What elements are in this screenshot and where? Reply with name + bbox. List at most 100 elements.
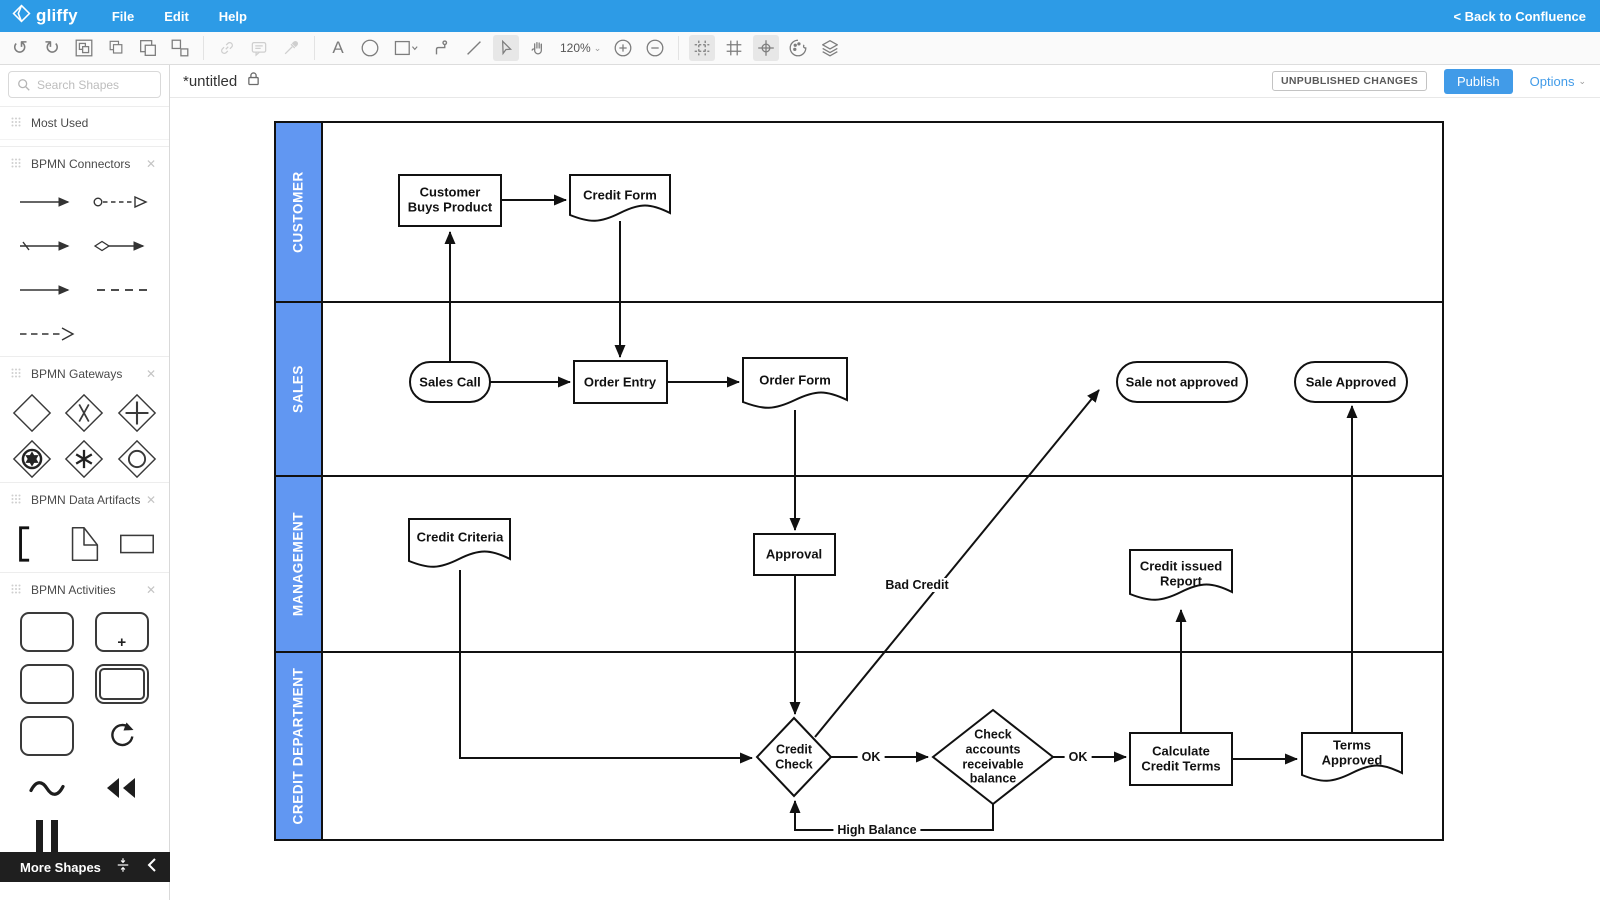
- edge-label-high-balance[interactable]: High Balance: [833, 823, 921, 837]
- shape-gateway-exclusive[interactable]: [6, 392, 58, 434]
- node-sale-not-approved[interactable]: [1116, 361, 1248, 403]
- menu-file[interactable]: File: [111, 8, 135, 24]
- label-sale-approved[interactable]: Sale Approved: [1305, 374, 1397, 390]
- shape-pause-marker[interactable]: [10, 820, 85, 852]
- redo-button[interactable]: ↻: [44, 37, 60, 59]
- lock-icon[interactable]: [247, 71, 260, 91]
- edge-criteria-to-creditcheck[interactable]: [459, 570, 753, 764]
- undo-button[interactable]: ↺: [12, 37, 28, 59]
- label-customer-buys-product[interactable]: Customer Buys Product: [407, 184, 493, 215]
- shape-loop-marker[interactable]: [85, 719, 160, 753]
- collapse-sidebar-chevron-icon[interactable]: [146, 857, 158, 878]
- pool[interactable]: [274, 121, 1444, 841]
- label-check-accounts[interactable]: Check accounts receivable balance: [962, 727, 1024, 786]
- gliffy-logo[interactable]: gliffy: [12, 4, 78, 28]
- node-credit-check[interactable]: [755, 716, 833, 798]
- shape-sequence-flow[interactable]: [10, 192, 85, 212]
- shape-gateway-event-based[interactable]: [111, 438, 163, 480]
- edge-badcredit[interactable]: [814, 389, 1100, 738]
- publish-button[interactable]: Publish: [1444, 68, 1513, 94]
- shape-adhoc-tilde[interactable]: [10, 776, 85, 800]
- node-approval[interactable]: [753, 533, 836, 576]
- label-credit-issued-report[interactable]: Credit issued Report: [1139, 558, 1223, 589]
- comment-icon[interactable]: [246, 35, 272, 61]
- lane-credit-department[interactable]: CREDIT DEPARTMENT: [290, 667, 306, 825]
- shape-gateway-inclusive-star[interactable]: [58, 438, 110, 480]
- edge-label-ok-2[interactable]: OK: [1064, 750, 1092, 764]
- menu-help[interactable]: Help: [218, 8, 247, 24]
- shape-gateway-complex-star[interactable]: [6, 438, 58, 480]
- lane-label-band[interactable]: [274, 121, 323, 841]
- drag-handle-icon[interactable]: [11, 114, 21, 132]
- node-credit-form[interactable]: [569, 174, 671, 222]
- shape-task-3[interactable]: [10, 716, 85, 756]
- layers-icon[interactable]: [817, 35, 843, 61]
- grid-toggle[interactable]: [721, 35, 747, 61]
- shape-compensation-rewind[interactable]: [85, 776, 160, 800]
- label-approval[interactable]: Approval: [765, 546, 823, 562]
- shape-data-object[interactable]: [58, 522, 110, 566]
- drag-handle-icon[interactable]: [11, 491, 21, 509]
- node-sales-call[interactable]: [409, 361, 491, 403]
- shape-message-flow[interactable]: [85, 192, 160, 212]
- close-section-icon[interactable]: ✕: [145, 366, 156, 381]
- node-check-accounts[interactable]: [931, 708, 1055, 806]
- label-order-form[interactable]: Order Form: [759, 372, 831, 388]
- shape-gateway-exclusive-x[interactable]: [58, 392, 110, 434]
- label-credit-form[interactable]: Credit Form: [583, 187, 657, 203]
- pointer-tool[interactable]: [493, 35, 519, 61]
- section-bpmn-connectors[interactable]: BPMN Connectors ✕: [0, 146, 169, 180]
- label-credit-criteria[interactable]: Credit Criteria: [416, 529, 504, 545]
- label-calculate-credit-terms[interactable]: Calculate Credit Terms: [1141, 743, 1221, 774]
- edge-label-ok-1[interactable]: OK: [857, 750, 885, 764]
- close-section-icon[interactable]: ✕: [145, 492, 156, 507]
- options-dropdown[interactable]: Options⌄: [1529, 73, 1586, 89]
- snap-to-grid-toggle[interactable]: [689, 35, 716, 61]
- collapse-panel-icon[interactable]: [114, 856, 132, 879]
- zoom-level-control[interactable]: 120%⌄: [560, 41, 602, 55]
- node-order-entry[interactable]: [573, 360, 668, 404]
- node-credit-criteria[interactable]: [408, 518, 511, 568]
- node-customer-buys-product[interactable]: [398, 174, 502, 227]
- shape-dashed-line[interactable]: [85, 280, 160, 300]
- bring-forward-icon[interactable]: [103, 35, 129, 61]
- link-icon[interactable]: [214, 35, 240, 61]
- label-terms-approved[interactable]: Terms Approved: [1321, 737, 1383, 768]
- drag-handle-icon[interactable]: [11, 581, 21, 599]
- line-tool[interactable]: [461, 35, 487, 61]
- drag-handle-icon[interactable]: [11, 365, 21, 383]
- close-section-icon[interactable]: ✕: [145, 156, 156, 171]
- shape-default-flow[interactable]: [10, 236, 85, 256]
- eyedropper-icon[interactable]: [278, 35, 304, 61]
- node-sale-approved[interactable]: [1294, 361, 1408, 403]
- shape-gateway-parallel[interactable]: [111, 392, 163, 434]
- lane-customer[interactable]: CUSTOMER: [290, 171, 306, 253]
- shape-transaction[interactable]: [85, 664, 160, 704]
- section-bpmn-gateways[interactable]: BPMN Gateways ✕: [0, 356, 169, 390]
- duplicate-icon[interactable]: [135, 35, 161, 61]
- ungroup-icon[interactable]: [167, 35, 193, 61]
- shape-annotation-bracket[interactable]: [6, 522, 58, 566]
- search-shapes-input[interactable]: [8, 71, 161, 98]
- theme-icon[interactable]: [785, 35, 811, 61]
- shape-task[interactable]: [10, 612, 85, 652]
- node-credit-issued-report[interactable]: [1129, 549, 1233, 601]
- label-order-entry[interactable]: Order Entry: [583, 374, 657, 390]
- section-bpmn-activities[interactable]: BPMN Activities ✕: [0, 572, 169, 606]
- close-section-icon[interactable]: ✕: [145, 582, 156, 597]
- node-calculate-credit-terms[interactable]: [1129, 732, 1233, 786]
- label-credit-check[interactable]: Credit Check: [775, 742, 813, 771]
- pan-tool[interactable]: [525, 35, 551, 61]
- shape-conditional-flow[interactable]: [85, 236, 160, 256]
- lane-management[interactable]: MANAGEMENT: [290, 511, 306, 617]
- text-tool[interactable]: A: [332, 38, 344, 57]
- node-terms-approved[interactable]: [1301, 732, 1403, 782]
- more-shapes-bar[interactable]: More Shapes: [0, 852, 170, 882]
- shape-directed-line[interactable]: [10, 280, 85, 300]
- document-title[interactable]: *untitled: [183, 72, 238, 90]
- ellipse-tool[interactable]: [357, 35, 383, 61]
- zoom-out-button[interactable]: [642, 35, 668, 61]
- drag-handle-icon[interactable]: [11, 155, 21, 173]
- edge-label-bad-credit[interactable]: Bad Credit: [881, 578, 953, 592]
- group-icon[interactable]: [71, 35, 97, 61]
